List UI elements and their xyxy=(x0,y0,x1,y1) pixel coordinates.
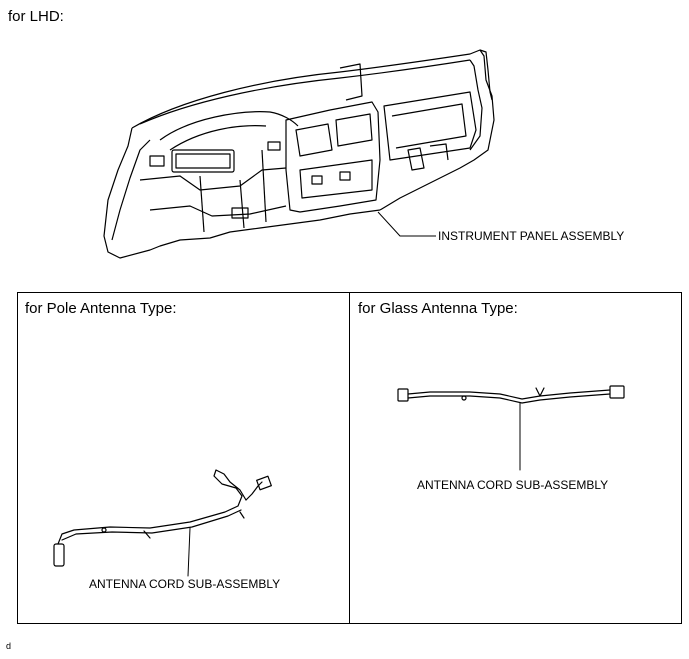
instrument-panel-label: INSTRUMENT PANEL ASSEMBLY xyxy=(438,229,625,243)
glass-antenna-heading: for Glass Antenna Type: xyxy=(358,300,518,317)
pole-antenna-heading: for Pole Antenna Type: xyxy=(25,300,177,317)
glass-antenna-panel xyxy=(349,292,682,624)
pole-antenna-part-label: ANTENNA CORD SUB-ASSEMBLY xyxy=(89,577,281,591)
page-title: for LHD: xyxy=(8,8,64,25)
instrument-panel-illustration xyxy=(103,49,495,259)
figure-code: d xyxy=(6,641,12,651)
glass-antenna-part-label: ANTENNA CORD SUB-ASSEMBLY xyxy=(417,478,609,492)
